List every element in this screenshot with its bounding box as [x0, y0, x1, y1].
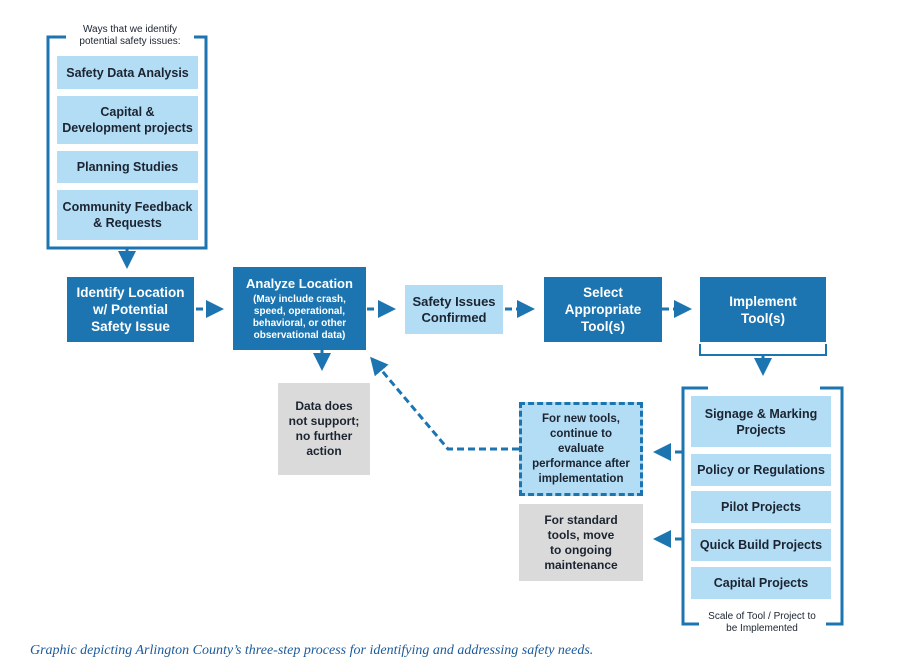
tool-quick-build-projects: Quick Build Projects	[691, 529, 831, 561]
arrow-newtools-to-analyze	[370, 356, 519, 451]
sources-heading: Ways that we identify potential safety i…	[66, 24, 194, 48]
tools-footer: Scale of Tool / Project to be Implemente…	[700, 611, 824, 635]
source-safety-data-analysis: Safety Data Analysis	[57, 56, 198, 89]
source-community-feedback: Community Feedback & Requests	[57, 190, 198, 240]
source-planning-studies: Planning Studies	[57, 151, 198, 183]
new-tools-evaluate: For new tools, continue to evaluate perf…	[519, 402, 643, 496]
step-analyze-location: Analyze Location (May include crash, spe…	[233, 267, 366, 350]
source-capital-development-projects: Capital & Development projects	[57, 96, 198, 144]
step-safety-issues-confirmed: Safety Issues Confirmed	[405, 285, 503, 334]
step-implement-tools: Implement Tool(s)	[700, 277, 826, 342]
no-further-action: Data does not support; no further action	[278, 383, 370, 475]
tool-capital-projects: Capital Projects	[691, 567, 831, 599]
analyze-subtitle: (May include crash, speed, operational, …	[252, 294, 347, 341]
tool-policy-regulations: Policy or Regulations	[691, 454, 831, 486]
analyze-title: Analyze Location	[246, 276, 353, 291]
tool-signage-marking: Signage & Marking Projects	[691, 396, 831, 447]
step-identify-location: Identify Location w/ Potential Safety Is…	[67, 277, 194, 342]
step-select-tools: Select Appropriate Tool(s)	[544, 277, 662, 342]
tool-pilot-projects: Pilot Projects	[691, 491, 831, 523]
figure-caption: Graphic depicting Arlington County’s thr…	[30, 643, 594, 658]
standard-tools-maintenance: For standard tools, move to ongoing main…	[519, 504, 643, 581]
implement-brace	[699, 344, 827, 356]
tools-bracket	[681, 386, 844, 626]
